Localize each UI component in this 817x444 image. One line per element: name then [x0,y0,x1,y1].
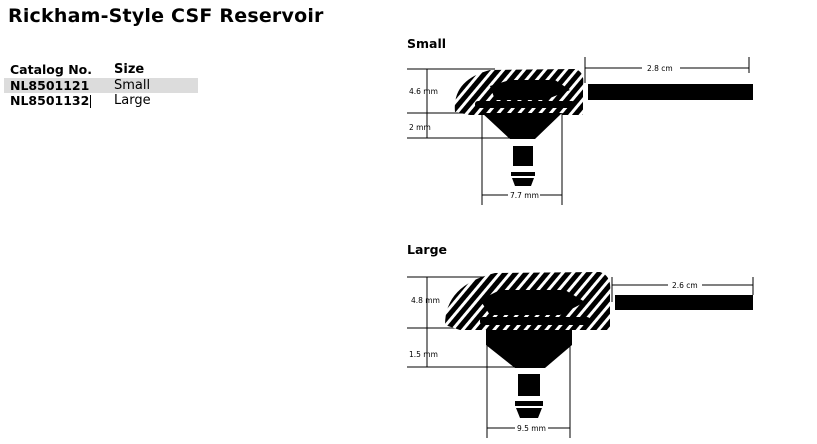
catalog-cell: NL8501121 [10,78,90,93]
large-width-dim: 9.5 mm [517,424,546,433]
header-catalog-no: Catalog No. [10,61,92,77]
catalog-table: Catalog No. Size NL8501121 Small NL85011… [4,60,198,108]
small-label: Small [407,36,447,51]
catalog-cell: NL8501132 [4,93,114,108]
header-size: Size [114,61,145,77]
table-header: Catalog No. Size [4,60,198,78]
size-cell: Large [114,93,151,108]
page-title: Rickham-Style CSF Reservoir [8,5,324,27]
table-row[interactable]: NL8501132 Large [4,93,198,108]
large-tube-dim: 2.6 cm [672,281,698,290]
size-cell: Small [114,78,151,93]
small-tube-dim: 2.8 cm [647,64,673,73]
small-height-dim: 4.6 mm [409,87,438,96]
catalog-value: NL8501132 [10,93,90,108]
small-reservoir-diagram [407,57,753,205]
large-base-dim: 1.5 mm [409,350,438,359]
text-cursor [90,95,92,108]
small-base-dim: 2 mm [409,123,431,132]
large-reservoir-diagram [407,272,754,438]
large-label: Large [407,242,447,257]
table-row[interactable]: NL8501121 Small [4,78,198,93]
small-width-dim: 7.7 mm [510,191,539,200]
large-height-dim: 4.8 mm [411,296,440,305]
